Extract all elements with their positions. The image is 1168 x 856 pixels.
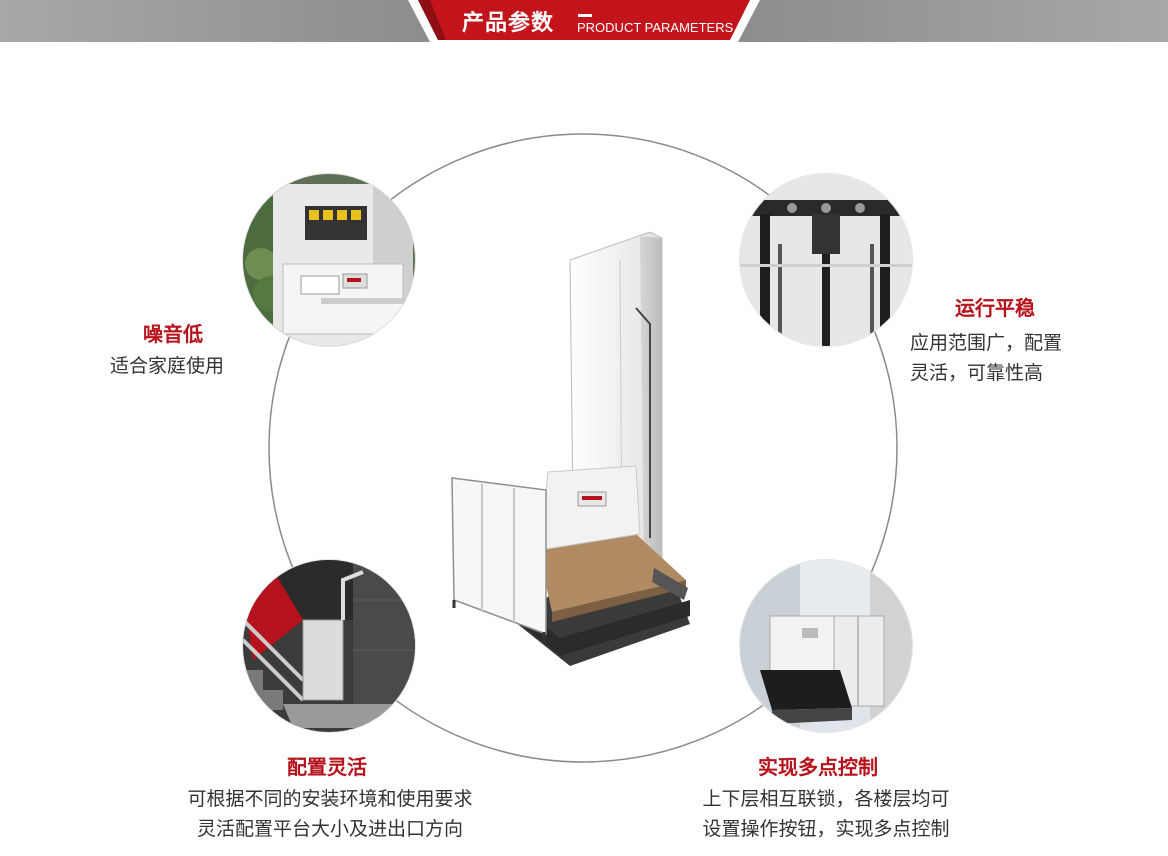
platform-lift-image (451, 231, 690, 666)
feature-title-flexible-config: 配置灵活 (287, 755, 367, 779)
photo-quiet-lift (243, 174, 415, 346)
photo-multi-point-control (740, 560, 912, 732)
feature-title-smooth-operation: 运行平稳 (955, 296, 1035, 320)
feature-desc-line: 灵活配置平台大小及进出口方向 (196, 818, 463, 840)
feature-desc-line: 设置操作按钮，实现多点控制 (702, 818, 950, 840)
photo-flexible-config (243, 560, 415, 732)
header-banner: 产品参数 PRODUCT PARAMETERS (0, 0, 1168, 42)
feature-title-multi-point-control: 实现多点控制 (758, 755, 878, 779)
feature-title-low-noise: 噪音低 (143, 322, 203, 346)
feature-desc-line: 适合家庭使用 (110, 355, 225, 377)
feature-desc-flexible-config: 可根据不同的安装环境和使用要求 灵活配置平台大小及进出口方向 (159, 784, 501, 844)
feature-desc-line: 灵活，可靠性高 (910, 362, 1044, 384)
photo-smooth-operation (740, 174, 912, 346)
feature-desc-line: 可根据不同的安装环境和使用要求 (187, 788, 473, 810)
banner-shape (0, 0, 1168, 42)
decorative-ring (268, 133, 898, 763)
feature-desc-low-noise: 适合家庭使用 (110, 351, 224, 381)
feature-desc-line: 上下层相互联锁，各楼层均可 (702, 788, 950, 810)
feature-desc-smooth-operation: 应用范围广，配置 灵活，可靠性高 (910, 328, 1062, 388)
feature-desc-multi-point-control: 上下层相互联锁，各楼层均可 设置操作按钮，实现多点控制 (678, 784, 974, 844)
feature-desc-line: 应用范围广，配置 (910, 332, 1063, 354)
banner-subtitle: PRODUCT PARAMETERS (577, 20, 734, 35)
banner-dash (578, 14, 592, 17)
banner-title: 产品参数 (462, 11, 555, 36)
